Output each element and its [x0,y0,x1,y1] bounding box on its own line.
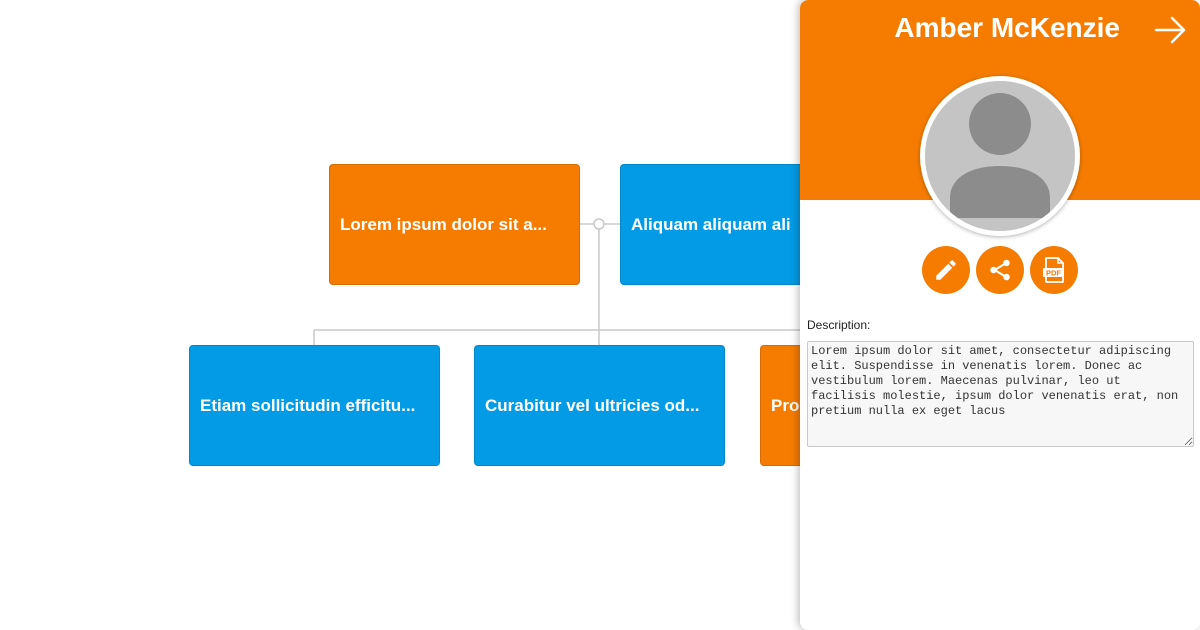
details-panel: Amber McKenzie [800,0,1200,630]
panel-title: Amber McKenzie [894,12,1120,43]
description-textarea[interactable]: Lorem ipsum dolor sit amet, consectetur … [807,341,1194,447]
close-panel-button[interactable] [1150,12,1190,48]
avatar [920,76,1080,236]
pencil-icon [936,260,956,280]
share-button[interactable] [976,246,1024,294]
edit-button[interactable] [922,246,970,294]
chart-node-3[interactable]: Etiam sollicitudin efficitu... [189,345,440,466]
arrow-right-icon [1154,16,1186,44]
chart-node-4[interactable]: Curabitur vel ultricies od... [474,345,725,466]
share-icon [990,259,1010,281]
pdf-icon: PDF [1043,257,1064,283]
chart-node-label: Curabitur vel ultricies od... [485,395,700,415]
connector-junction-dot [593,218,605,230]
chart-node-1[interactable]: Lorem ipsum dolor sit a... [329,164,580,285]
chart-node-label: Lorem ipsum dolor sit a... [340,214,547,234]
pdf-icon-label: PDF [1046,268,1061,277]
chart-node-label: Etiam sollicitudin efficitu... [200,395,416,415]
description-label: Description: [807,318,871,332]
pdf-button[interactable]: PDF [1030,246,1078,294]
person-icon [925,81,1075,231]
